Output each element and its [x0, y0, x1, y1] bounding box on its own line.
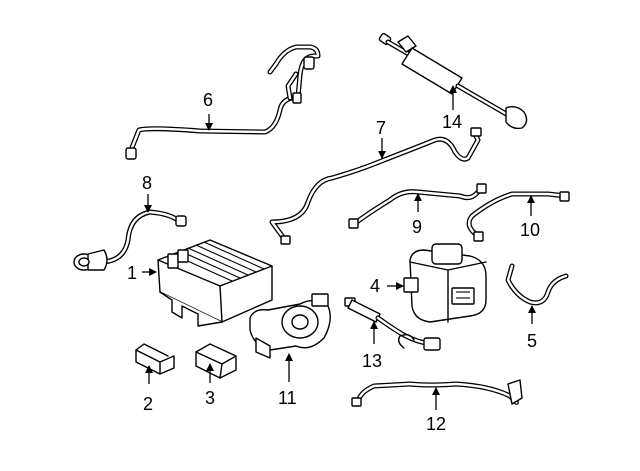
part-4-pump	[403, 243, 487, 323]
part-1-canister	[157, 239, 273, 327]
part-10-tube	[466, 191, 570, 242]
callout-6: 6	[203, 90, 213, 110]
callout-1: 1	[127, 263, 137, 283]
part-8-tube	[73, 209, 187, 271]
callout-4: 4	[370, 276, 380, 296]
callout-labels: 1 2 3 4 5 6 7 8 9 10 11 12 13 14	[127, 90, 540, 434]
callout-2: 2	[143, 394, 153, 414]
part-14-rod	[378, 32, 528, 130]
part-12-tube	[351, 379, 523, 407]
callout-9: 9	[412, 217, 422, 237]
part-2-bracket	[135, 343, 175, 375]
part-3-clip	[195, 343, 237, 379]
callout-14: 14	[442, 112, 462, 132]
callout-12: 12	[426, 414, 446, 434]
callout-11: 11	[278, 388, 297, 408]
part-5-hose	[505, 263, 569, 306]
callout-10: 10	[520, 220, 540, 240]
part-7-tube	[269, 127, 482, 245]
part-9-tube	[348, 183, 487, 229]
leader-lines	[142, 85, 536, 410]
callout-5: 5	[527, 331, 537, 351]
callout-8: 8	[142, 173, 152, 193]
callout-3: 3	[205, 388, 215, 408]
part-6-tube	[125, 44, 321, 160]
part-11-valve	[249, 293, 331, 359]
callout-7: 7	[376, 118, 386, 138]
part-13-sensor	[344, 297, 441, 351]
callout-13: 13	[362, 351, 382, 371]
